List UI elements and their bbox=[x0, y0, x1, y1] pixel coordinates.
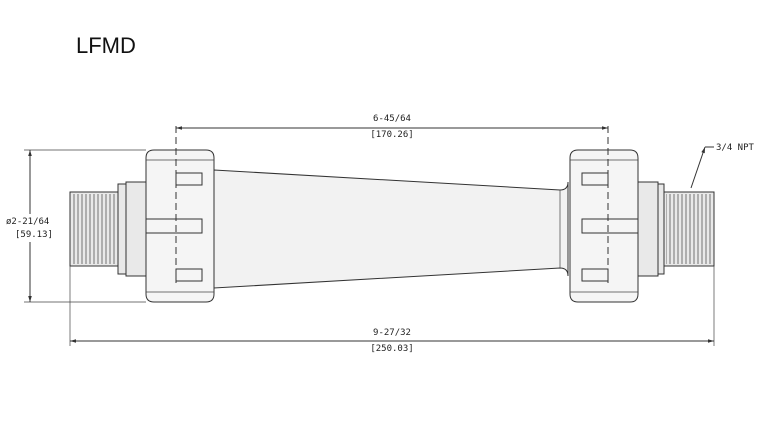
overall-length-fraction: 9-27/32 bbox=[373, 328, 411, 338]
center-length-metric: [170.26] bbox=[370, 130, 413, 140]
right-union-nut bbox=[569, 149, 639, 303]
right-male-thread bbox=[637, 181, 715, 277]
tapered-body bbox=[213, 169, 569, 289]
center-length-fraction: 6-45/64 bbox=[373, 114, 411, 124]
overall-length-metric: [250.03] bbox=[370, 344, 413, 354]
left-union-nut bbox=[145, 149, 215, 303]
drawing-title: LFMD bbox=[76, 33, 136, 58]
diameter-dimension: ø2-21/64 [59.13] bbox=[4, 149, 146, 303]
thread-callout: 3/4 NPT bbox=[690, 143, 755, 189]
center-length-dimension: 6-45/64 [170.26] bbox=[176, 114, 608, 140]
thread-label: 3/4 NPT bbox=[716, 143, 755, 153]
left-male-thread bbox=[69, 181, 147, 277]
diameter-fraction: ø2-21/64 bbox=[6, 217, 49, 227]
diameter-metric: [59.13] bbox=[15, 230, 53, 240]
overall-length-dimension: 9-27/32 [250.03] bbox=[69, 266, 715, 354]
